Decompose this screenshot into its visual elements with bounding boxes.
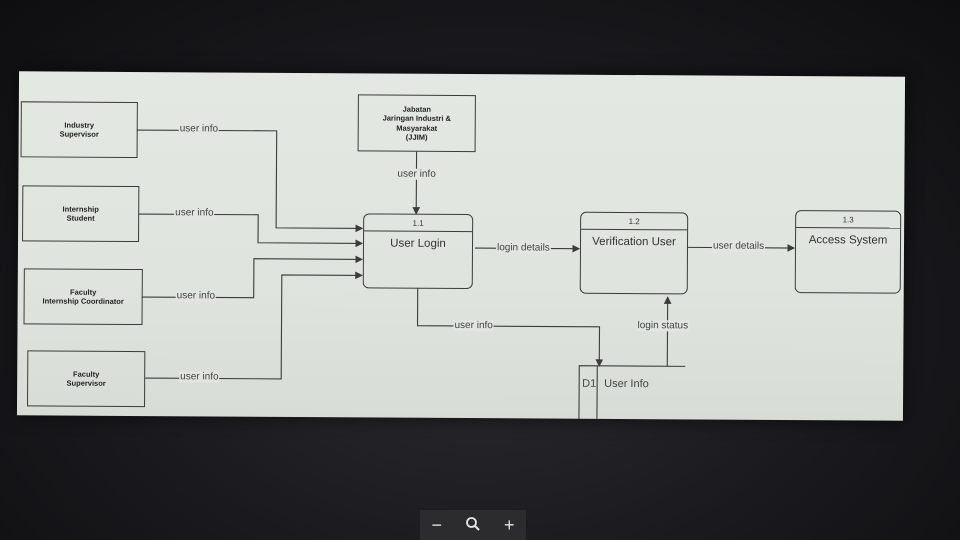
process-verification-user: 1.2 Verification User (579, 211, 689, 295)
process-name: Verification User (592, 235, 676, 249)
entity-faculty-coordinator: Faculty Internship Coordinator (23, 268, 143, 326)
label-coordinator-user-info: user info (175, 290, 217, 302)
zoom-out-button[interactable]: − (431, 514, 442, 535)
label-store-user-info: user info (453, 319, 494, 332)
flow-coordinator-to-login (141, 255, 364, 299)
datastore-name: User Info (604, 377, 649, 391)
label-login-details: login details (495, 242, 551, 254)
label-user-details: user details (711, 240, 766, 252)
process-id: 1.1 (364, 214, 473, 233)
process-name: User Login (390, 237, 446, 250)
magnifier-icon (466, 516, 480, 531)
flow-login-to-store (416, 287, 604, 367)
label-login-status: login status (636, 320, 690, 332)
datastore-id: D1 (582, 377, 597, 390)
entity-jjim: Jabatan Jaringan Industri & Masyarakat (… (357, 94, 476, 153)
entity-faculty-supervisor: Faculty Supervisor (27, 350, 146, 408)
entity-internship-student: Internship Student (22, 185, 140, 243)
zoom-toolbar: − + (420, 510, 526, 540)
label-facsup-user-info: user info (179, 371, 220, 383)
diagram-canvas: Industry Supervisor Internship Student F… (16, 71, 906, 421)
process-name: Access System (808, 234, 888, 247)
zoom-in-button[interactable]: + (503, 514, 515, 535)
datastore-outline (578, 365, 686, 419)
flow-industry-to-login (136, 129, 364, 233)
label-industry-user-info: user info (178, 123, 220, 135)
process-id: 1.3 (796, 211, 901, 229)
process-user-login: 1.1 User Login (362, 213, 474, 290)
process-id: 1.2 (581, 212, 688, 231)
label-student-user-info: user info (174, 207, 215, 219)
process-access-system: 1.3 Access System (794, 210, 902, 294)
zoom-search-icon[interactable] (465, 516, 481, 535)
entity-industry-supervisor: Industry Supervisor (20, 101, 138, 159)
label-jjim-user-info: user info (396, 168, 437, 180)
